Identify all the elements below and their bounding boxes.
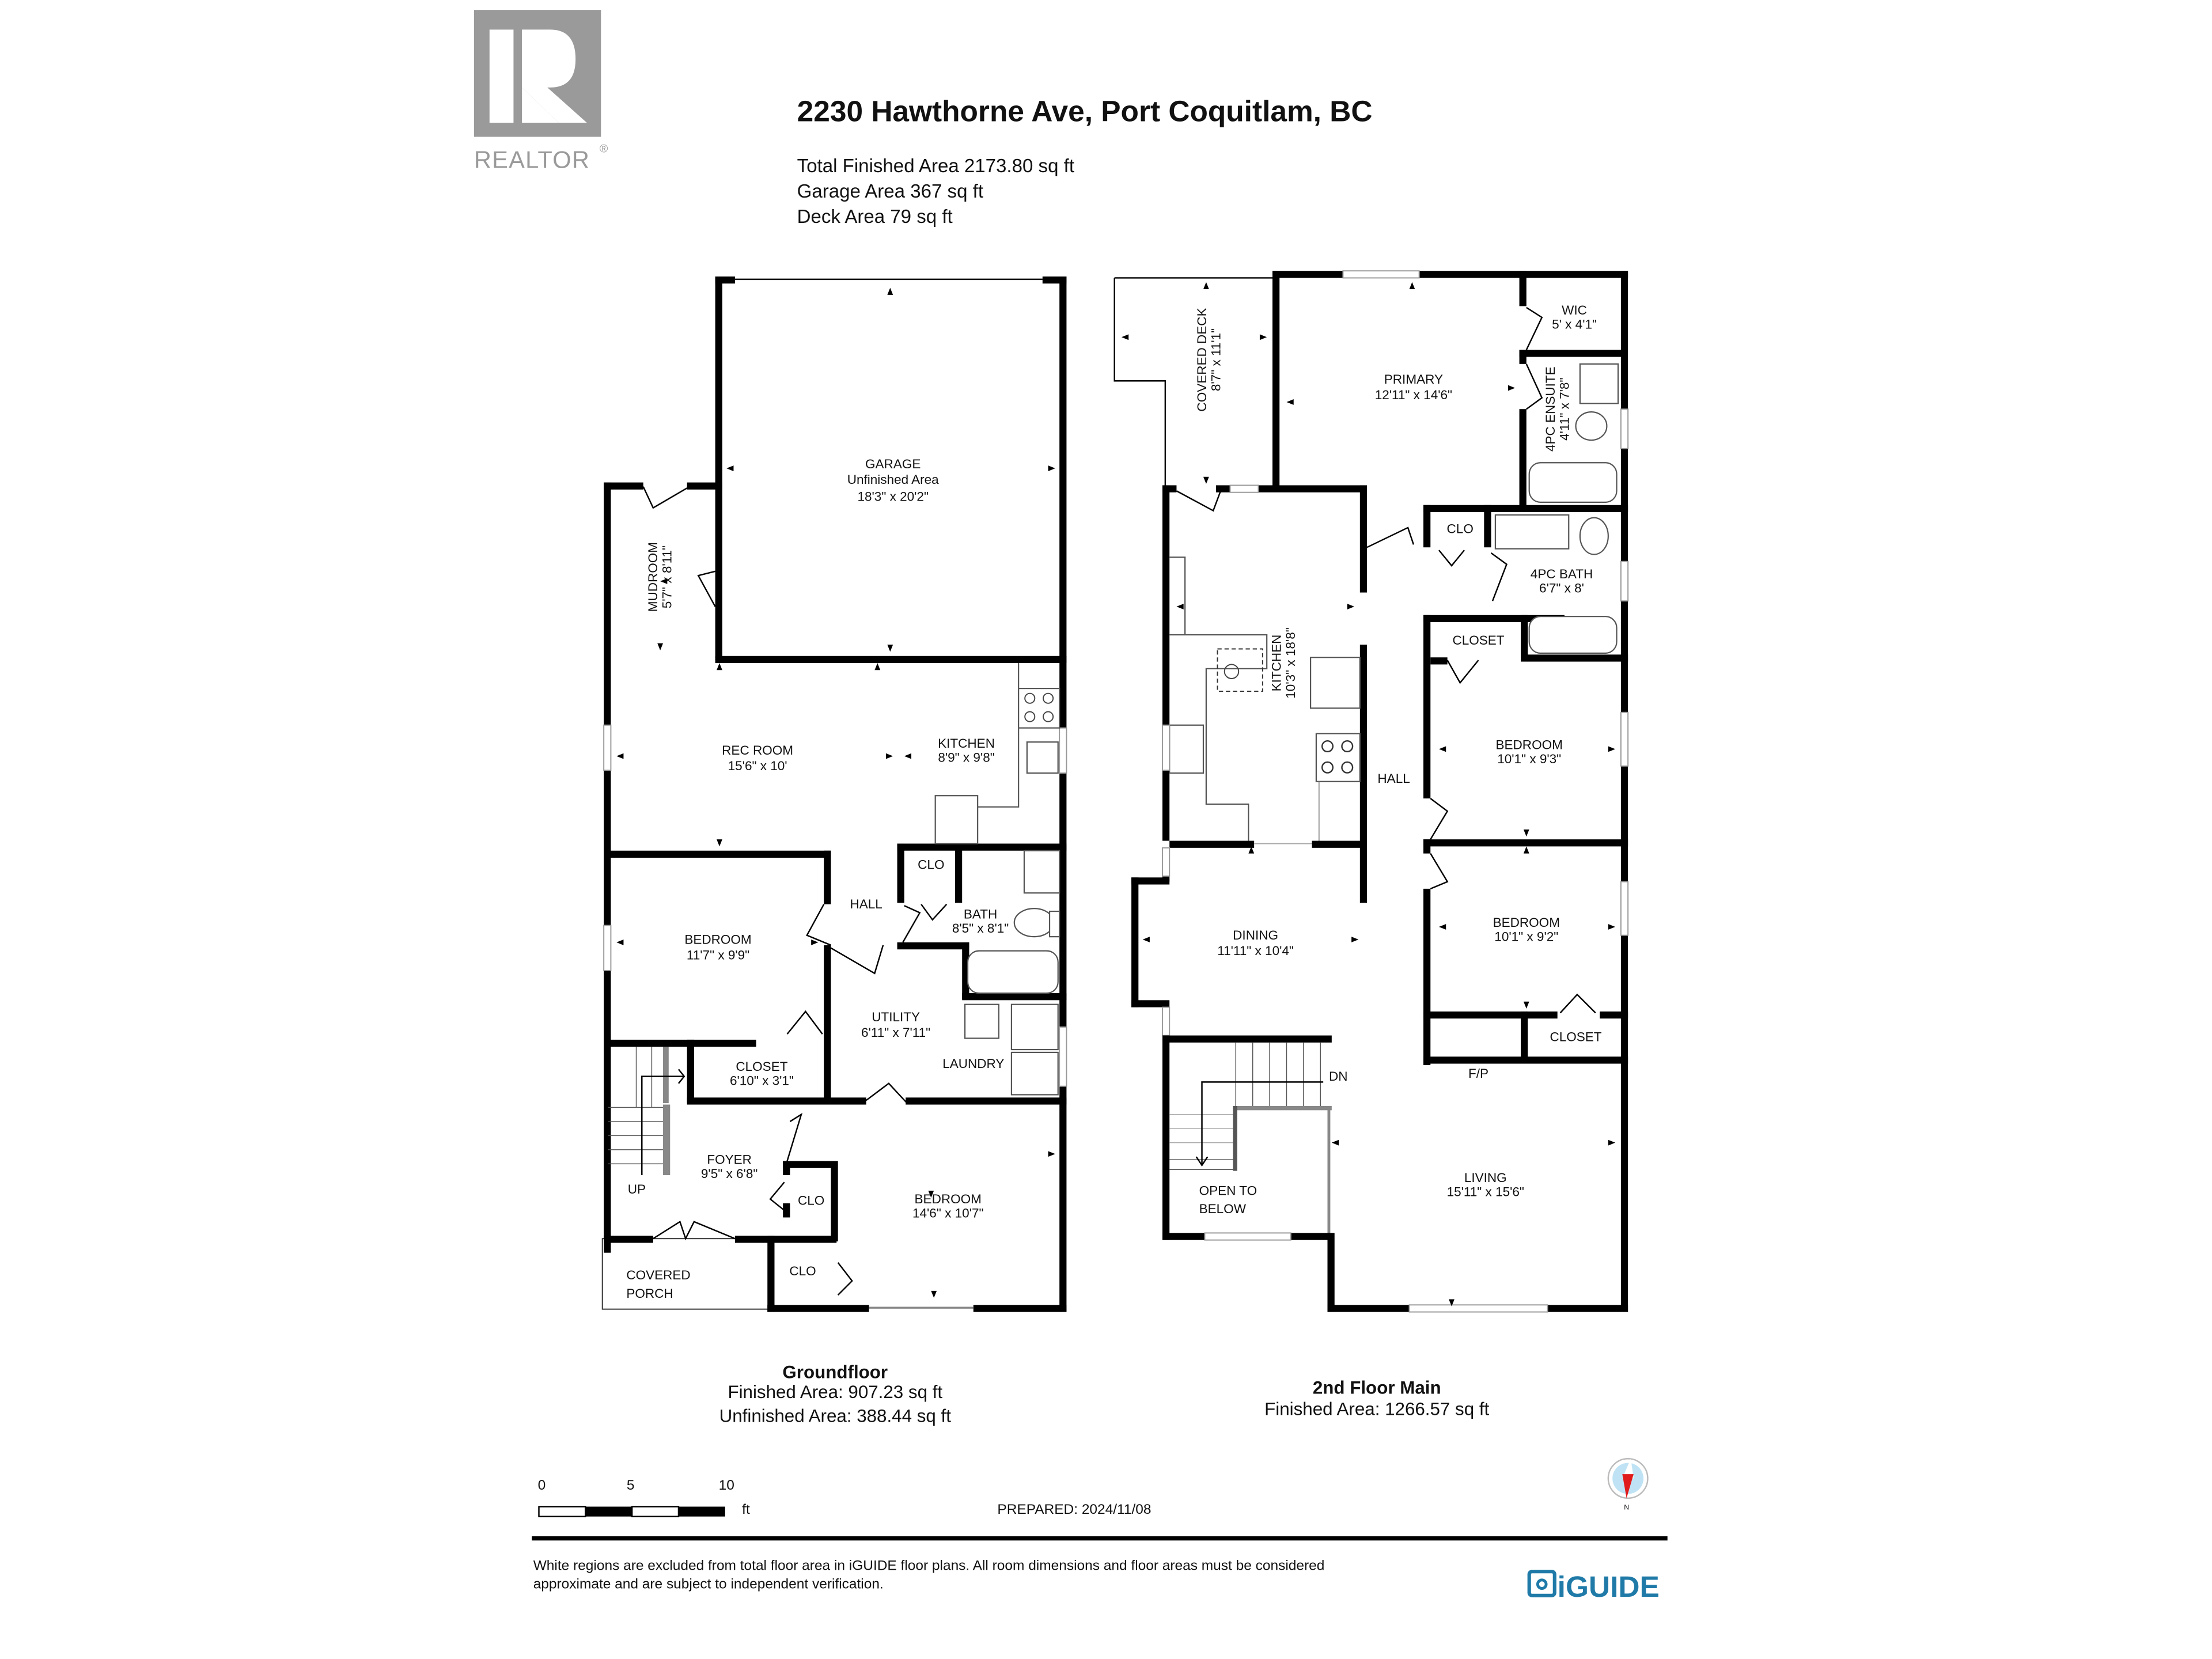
groundfloor-finished-area: Finished Area: 907.23 sq ft — [728, 1382, 942, 1402]
second-floor-finished-area: Finished Area: 1266.57 sq ft — [1264, 1399, 1489, 1419]
room-dims-4pc-bath: 6'7" x 8' — [1539, 581, 1584, 596]
room-label-covered-deck: COVERED DECK — [1195, 308, 1209, 411]
room-label-closet-ground: CLOSET — [736, 1059, 787, 1074]
room-label-garage: GARAGE — [865, 457, 921, 471]
room-label-hall-upper: HALL — [1377, 771, 1410, 786]
property-address: 2230 Hawthorne Ave, Port Coquitlam, BC — [797, 94, 1373, 128]
total-finished-area: Total Finished Area 2173.80 sq ft — [797, 156, 1074, 177]
fireplace-label: F/P — [1468, 1066, 1488, 1081]
room-label-kitchen-upper: KITCHEN — [1270, 635, 1284, 692]
stairs-down-label: DN — [1329, 1069, 1348, 1084]
room-label-closet-upper-1: CLOSET — [1452, 633, 1504, 647]
scale-tick-10: 10 — [719, 1478, 734, 1493]
room-dims-garage: 18'3" x 20'2" — [857, 489, 928, 503]
room-label-living: LIVING — [1464, 1171, 1507, 1185]
groundfloor-unfinished-area: Unfinished Area: 388.44 sq ft — [719, 1406, 952, 1426]
room-label-kitchen-ground: KITCHEN — [938, 736, 995, 751]
scale-tick-0: 0 — [538, 1478, 546, 1493]
compass-north-label: N — [1624, 1503, 1629, 1511]
footer-divider — [532, 1536, 1668, 1541]
room-dims-primary: 12'11" x 14'6" — [1375, 388, 1452, 402]
room-label-rec-room: REC ROOM — [722, 743, 793, 757]
room-dims-bedroom-upper-1: 10'1" x 9'3" — [1497, 752, 1561, 766]
room-label-open-to-below: OPEN TO — [1199, 1183, 1257, 1198]
room-dims-bedroom-upper-2: 10'1" x 9'2" — [1494, 929, 1558, 944]
groundfloor-title: Groundfloor — [782, 1362, 888, 1382]
room-label-bedroom-upper-1: BEDROOM — [1496, 737, 1563, 752]
room-subtitle-garage: Unfinished Area — [847, 472, 939, 487]
room-label-4pc-bath: 4PC BATH — [1531, 567, 1593, 581]
room-dims-kitchen-ground: 8'9" x 9'8" — [938, 750, 994, 764]
room-label-clo-foyer: CLO — [798, 1193, 824, 1207]
room-label-hall-ground: HALL — [850, 897, 882, 911]
room-label-bedroom-ground-1: BEDROOM — [684, 932, 751, 946]
room-label-bath-ground: BATH — [964, 907, 997, 921]
scale-bar: 0 5 10 ft — [538, 1478, 750, 1517]
scale-tick-5: 5 — [627, 1478, 635, 1493]
scale-unit: ft — [742, 1502, 750, 1517]
second-floor-plan: COVERED DECK 8'7" x 11'1" PRIMARY 12'11"… — [1113, 270, 1629, 1313]
garage-area: Garage Area 367 sq ft — [797, 181, 983, 202]
stairs-up-label: UP — [628, 1182, 646, 1196]
room-label-wic: WIC — [1562, 303, 1587, 317]
room-dims-bedroom-ground-2: 14'6" x 10'7" — [912, 1206, 983, 1220]
room-dims-4pc-ensuite: 4'11" x 7'8" — [1557, 378, 1571, 441]
room-dims-covered-deck: 8'7" x 11'1" — [1209, 328, 1223, 391]
room-label-open-to-below-2: BELOW — [1199, 1202, 1247, 1216]
room-dims-wic: 5' x 4'1" — [1552, 317, 1597, 332]
room-label-closet-upper-2: CLOSET — [1550, 1029, 1601, 1044]
room-dims-living: 15'11" x 15'6" — [1447, 1185, 1524, 1199]
disclaimer-line-2: approximate and are subject to independe… — [533, 1577, 884, 1592]
room-dims-rec-room: 15'6" x 10' — [728, 759, 787, 773]
iguide-logo: iGUIDE — [1527, 1570, 1660, 1603]
room-label-clo-ground-1: CLO — [918, 858, 944, 872]
prepared-date: PREPARED: 2024/11/08 — [997, 1502, 1151, 1517]
room-label-bedroom-ground-2: BEDROOM — [915, 1192, 982, 1206]
room-dims-bedroom-ground-1: 11'7" x 9'9" — [687, 948, 749, 962]
disclaimer-line-1: White regions are excluded from total fl… — [533, 1558, 1325, 1574]
room-label-utility: UTILITY — [872, 1010, 920, 1024]
registered-mark: ® — [600, 142, 608, 155]
room-label-laundry: LAUNDRY — [942, 1056, 1004, 1071]
deck-area: Deck Area 79 sq ft — [797, 206, 953, 228]
room-label-covered-porch-2: PORCH — [626, 1286, 673, 1301]
room-dims-mudroom: 5'7" x 8'11" — [660, 546, 675, 608]
room-label-clo-bedroom: CLO — [789, 1264, 816, 1278]
room-dims-bath-ground: 8'5" x 8'1" — [952, 921, 1009, 935]
room-label-mudroom: MUDROOM — [646, 542, 660, 612]
realtor-logo: REALTOR ® — [474, 10, 608, 173]
north-compass-icon: N — [1607, 1458, 1649, 1511]
second-floor-title: 2nd Floor Main — [1313, 1378, 1441, 1398]
room-dims-utility: 6'11" x 7'11" — [861, 1025, 930, 1040]
room-dims-closet-ground: 6'10" x 3'1" — [730, 1073, 794, 1088]
room-label-dining: DINING — [1233, 928, 1278, 942]
room-dims-kitchen-upper: 10'3" x 18'8" — [1283, 627, 1298, 698]
iguide-wordmark: iGUIDE — [1558, 1570, 1660, 1603]
room-label-bedroom-upper-2: BEDROOM — [1493, 915, 1560, 930]
room-dims-dining: 11'11" x 10'4" — [1217, 944, 1294, 958]
room-dims-foyer: 9'5" x 6'8" — [701, 1166, 757, 1181]
room-label-4pc-ensuite: 4PC ENSUITE — [1543, 366, 1558, 452]
room-label-primary: PRIMARY — [1384, 372, 1443, 387]
room-label-covered-porch: COVERED — [626, 1268, 690, 1282]
groundfloor-plan: GARAGE Unfinished Area 18'3" x 20'2" MUD… — [601, 276, 1067, 1312]
room-label-foyer: FOYER — [707, 1152, 752, 1166]
realtor-wordmark: REALTOR — [474, 146, 590, 173]
iguide-camera-icon — [1527, 1570, 1556, 1597]
room-label-clo-upper: CLO — [1447, 522, 1474, 536]
